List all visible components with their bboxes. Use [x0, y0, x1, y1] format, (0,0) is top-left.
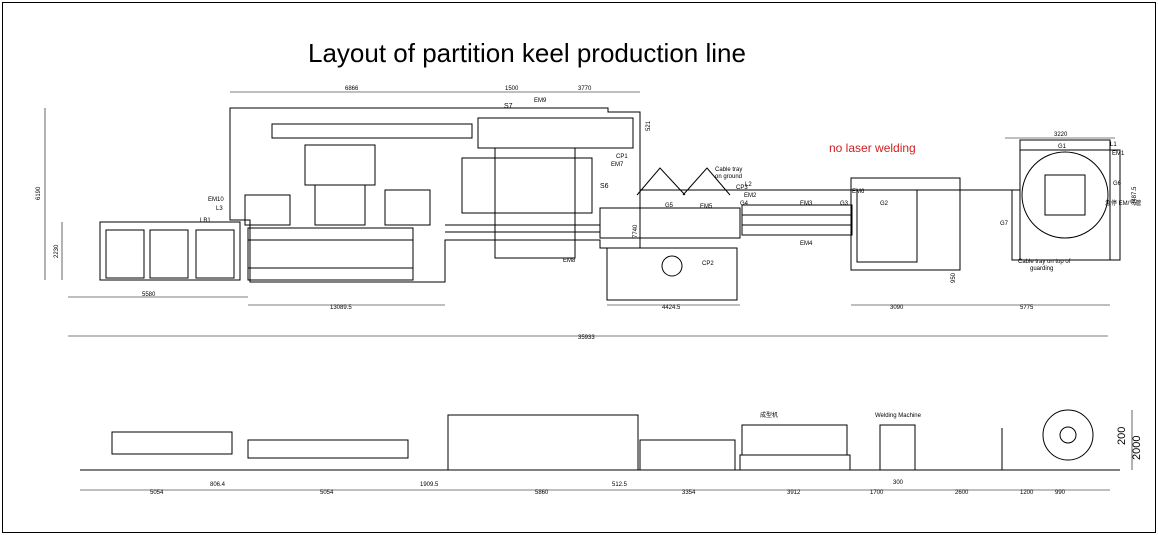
dim-vert-2: 7740 [633, 224, 639, 238]
elev-dim-8: 3912 [787, 490, 801, 496]
dim-left-1: 6190 [36, 186, 42, 200]
note-no-laser-welding: no laser welding [829, 141, 916, 155]
cp3: CP3 [736, 185, 748, 191]
station-g6: G6 [1113, 181, 1122, 187]
forming-machine [606, 247, 738, 301]
em1: EM1 [1112, 151, 1125, 157]
elev-dim-9: 1700 [870, 490, 884, 496]
dim-vert-3: 950 [951, 272, 957, 283]
em7: EM7 [611, 162, 624, 168]
label-welding-machine: Welding Machine [875, 413, 922, 419]
dim-right-top: 3220 [1054, 132, 1068, 138]
dim-bottom-2: 13089.5 [330, 305, 352, 311]
dim-top-2: 1500 [505, 86, 519, 92]
cable-tray-ground-2: on ground [715, 174, 742, 180]
elev-conveyor [247, 439, 409, 459]
em3: EM3 [800, 201, 813, 207]
label-l1: L1 [1110, 142, 1117, 148]
dim-vert-4: 3487.5 [1132, 186, 1138, 205]
station-g4: G4 [740, 201, 749, 207]
elev-welding [879, 424, 916, 471]
decoiler-enclosure [1019, 139, 1111, 261]
drawing-title: Layout of partition keel production line [308, 38, 746, 68]
cable-tray-guarding-1: Cable tray on top of [1018, 259, 1071, 265]
station-s7: S7 [504, 103, 513, 110]
central-machine-top [477, 117, 634, 149]
dim-bottom-5: 5775 [1020, 305, 1034, 311]
elev-dim-3: 5054 [320, 490, 334, 496]
elev-dim-4: 1909.5 [420, 482, 439, 488]
welding-enclosure [850, 177, 961, 271]
unloading-bins [99, 221, 241, 281]
gantry-beam [271, 123, 473, 139]
station-g1: G1 [1058, 144, 1067, 150]
dim-bottom-4: 3090 [890, 305, 904, 311]
decoiler-coil [1021, 151, 1109, 239]
label-l2: L2 [745, 182, 752, 188]
stacking-conveyor [247, 227, 414, 281]
elev-coil [1042, 409, 1094, 461]
cp1: CP1 [616, 154, 628, 160]
elev-dim-2: 806.4 [210, 482, 226, 488]
station-g5: G5 [665, 203, 674, 209]
roll-forming-line [741, 204, 853, 236]
elev-dim-5: 5860 [535, 490, 549, 496]
station-g3: G3 [840, 201, 849, 207]
elev-dim-7: 3354 [682, 490, 696, 496]
dim-bottom-1: 5580 [142, 292, 156, 298]
station-g7: G7 [1000, 221, 1009, 227]
elev-dim-13: 990 [1055, 490, 1066, 496]
dim-bottom-3: 4424.5 [662, 305, 681, 311]
elev-dim-10: 300 [893, 480, 904, 486]
height-2000: 2000 [1131, 436, 1143, 460]
elev-roll-former [741, 424, 848, 456]
elev-dim-12: 1200 [1020, 490, 1034, 496]
em5: EM5 [700, 204, 713, 210]
height-200: 200 [1116, 427, 1128, 445]
label-lb1: LB1 [200, 218, 211, 224]
em2: EM2 [744, 193, 757, 199]
cable-tray-guarding-2: guarding [1030, 266, 1053, 272]
elev-dim-6: 512.5 [612, 482, 628, 488]
dim-top-1: 6866 [345, 86, 359, 92]
cable-tray-ground-1: Cable tray [715, 167, 742, 173]
guarding-outline [229, 107, 641, 283]
label-em-air: 急停 EM/气管 [1105, 199, 1141, 207]
em10: EM10 [208, 197, 224, 203]
em9: EM9 [534, 98, 547, 104]
dim-vert-1: 521 [646, 120, 652, 131]
em6: EM6 [852, 189, 865, 195]
em4: EM4 [800, 241, 813, 247]
dim-top-3: 3770 [578, 86, 592, 92]
elev-dim-1: 5054 [150, 490, 164, 496]
elev-central-machine [447, 414, 639, 471]
elev-forming [639, 439, 736, 471]
label-forming-machine: 成型机 [760, 411, 778, 419]
elev-dim-11: 2600 [955, 490, 969, 496]
label-l3: L3 [216, 206, 223, 212]
cp2: CP2 [702, 261, 714, 267]
station-g2: G2 [880, 201, 889, 207]
dim-total: 35933 [578, 335, 595, 341]
em8: EM8 [563, 258, 576, 264]
station-s6: S6 [600, 183, 609, 190]
elev-bins [111, 431, 233, 455]
dim-left-2: 2230 [54, 244, 60, 258]
